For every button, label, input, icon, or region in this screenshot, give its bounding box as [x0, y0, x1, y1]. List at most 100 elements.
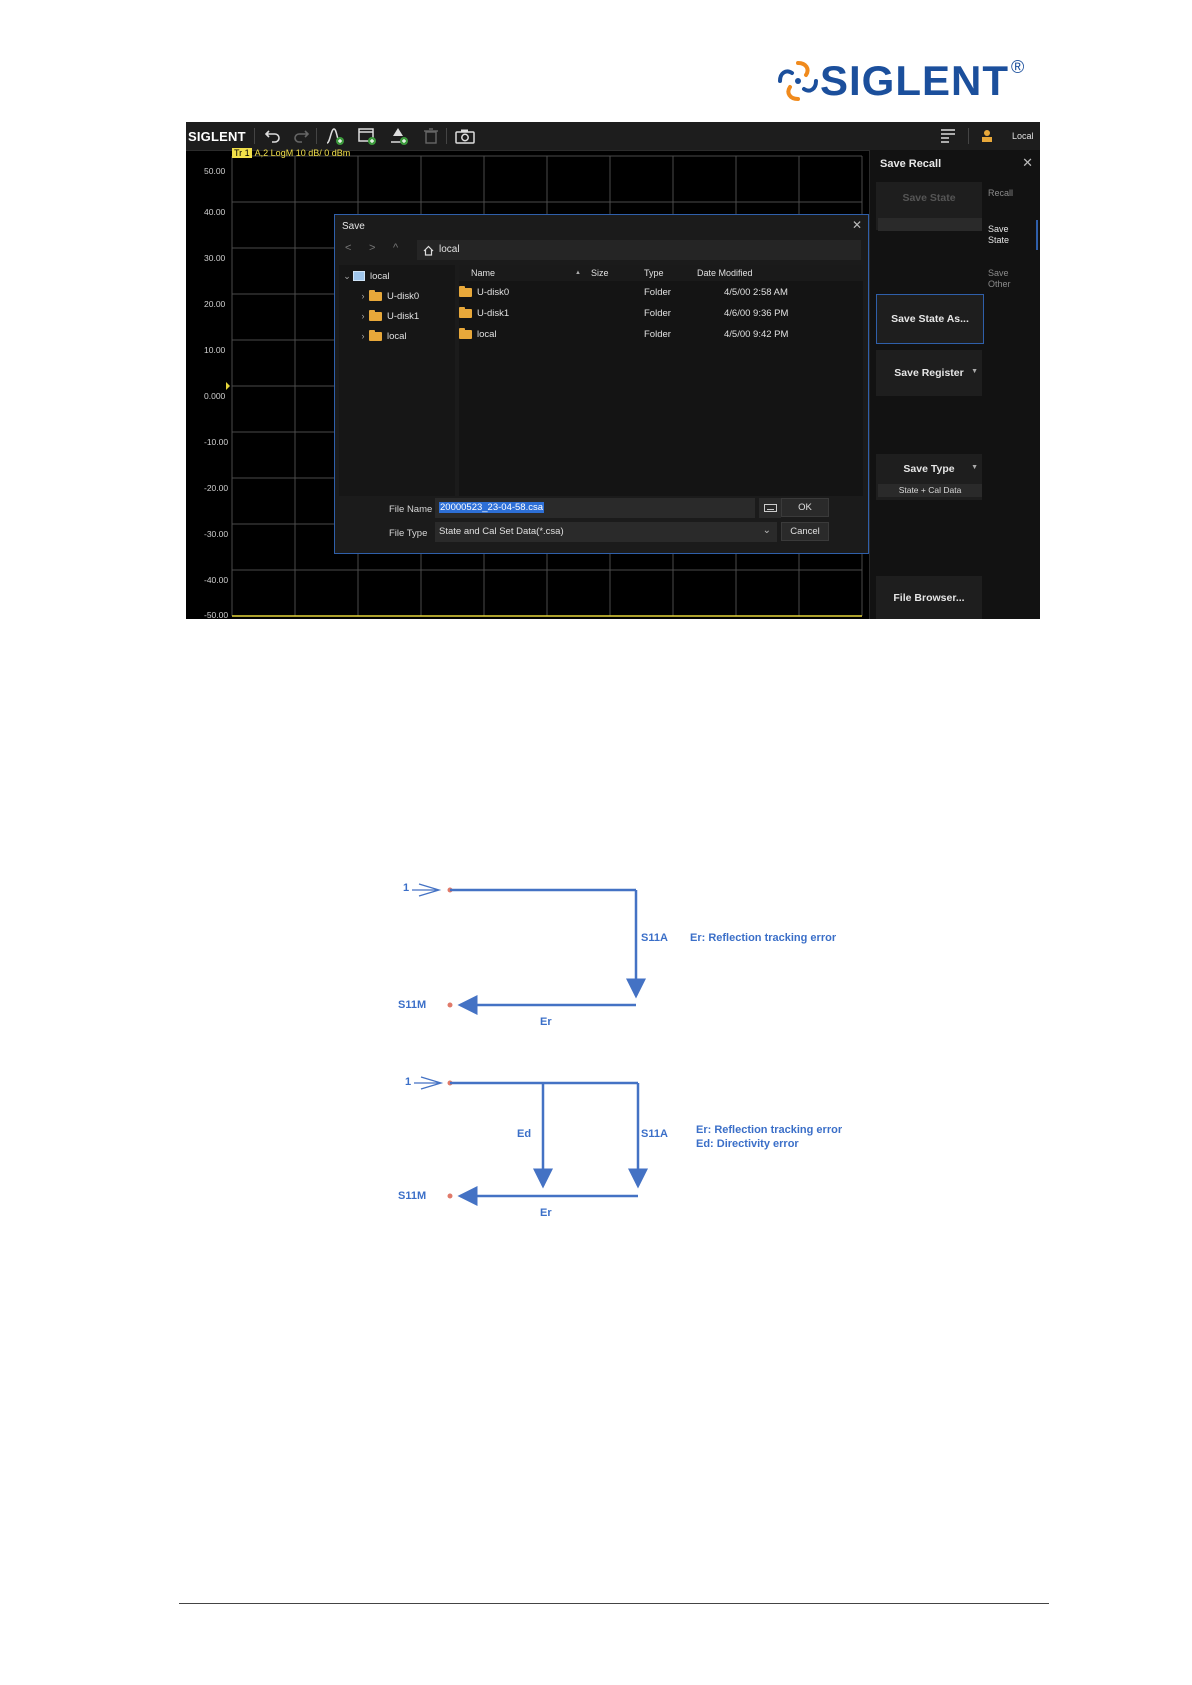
chevron-down-icon[interactable]: ⌄ [343, 270, 351, 281]
arrow-right-icon [420, 1076, 444, 1090]
add-window-icon[interactable] [356, 126, 378, 146]
folder-icon [369, 309, 382, 321]
tab-save-state[interactable]: Save State [988, 224, 1038, 246]
up-icon[interactable]: ^ [393, 242, 399, 254]
trace-settings: A,2 LogM 10 dB/ 0 dBm [254, 148, 351, 158]
y-tick: -50.00 [204, 610, 229, 619]
diagram-1 [412, 883, 646, 1015]
y-tick: 20.00 [204, 299, 226, 309]
sort-up-icon: ▲ [575, 270, 581, 276]
status-local: Local [1012, 131, 1034, 141]
column-date[interactable]: Date Modified [697, 268, 753, 278]
path-box[interactable]: local [417, 240, 861, 260]
folder-icon [369, 329, 382, 341]
add-trace-icon[interactable] [324, 126, 346, 146]
folder-icon [459, 328, 472, 339]
folder-icon [369, 289, 382, 301]
file-name-label: File Name [389, 504, 433, 515]
diagram2-output-label: S11M [398, 1190, 427, 1202]
table-row[interactable]: local Folder 4/5/00 9:42 PM [459, 325, 863, 343]
layout-icon[interactable] [938, 126, 960, 146]
file-list-header: Name ▲ Size Type Date Modified [459, 265, 863, 281]
tab-label: Save [988, 268, 1009, 278]
tree-item-label: U-disk1 [387, 310, 420, 322]
file-type-select[interactable]: State and Cal Set Data(*.csa) ⌄ [435, 522, 777, 542]
tab-label: Save [988, 224, 1009, 234]
y-tick: 0.000 [204, 391, 226, 401]
save-recall-panel: Save Recall ✕ Save State Save State As..… [869, 150, 1040, 619]
tab-recall[interactable]: Recall [988, 188, 1038, 199]
tab-label: State [988, 235, 1010, 245]
file-browser-button[interactable]: File Browser... [876, 576, 982, 619]
footer-rule [179, 1603, 1049, 1604]
file-date: 4/5/00 2:58 AM [724, 287, 788, 298]
close-icon[interactable]: ✕ [851, 218, 862, 232]
forward-icon[interactable]: > [369, 242, 376, 254]
y-tick: -10.00 [204, 437, 229, 447]
table-row[interactable]: U-disk1 Folder 4/6/00 9:36 PM [459, 304, 863, 322]
file-name: U-disk1 [477, 308, 510, 319]
column-type[interactable]: Type [644, 268, 664, 278]
tree-item-label: local [387, 330, 407, 342]
file-name: U-disk0 [477, 287, 510, 298]
file-date: 4/5/00 9:42 PM [724, 329, 789, 340]
column-name[interactable]: Name [471, 268, 496, 278]
dialog-title: Save [342, 221, 365, 232]
tab-label: Recall [988, 188, 1014, 198]
path-text: local [439, 244, 460, 255]
file-name-value: 20000523_23-04-58.csa [439, 502, 545, 513]
chevron-right-icon[interactable]: › [361, 311, 365, 321]
undo-icon[interactable] [262, 126, 284, 146]
save-state-as-button[interactable]: Save State As... [876, 294, 984, 344]
tree-item-u-disk1[interactable]: › U-disk1 [339, 307, 455, 325]
file-date: 4/6/00 9:36 PM [724, 308, 789, 319]
save-register-button[interactable]: Save Register ▼ [876, 350, 982, 396]
keyboard-icon[interactable] [759, 498, 781, 518]
file-name-input[interactable]: 20000523_23-04-58.csa [435, 498, 755, 518]
port-node [447, 1193, 453, 1199]
diagram2-legend-ed: Ed: Directivity error [696, 1138, 799, 1150]
port-node [447, 887, 453, 893]
folder-icon [459, 307, 472, 318]
camera-icon[interactable] [454, 126, 476, 146]
tree-item-local[interactable]: › local [339, 327, 455, 345]
drive-icon [353, 271, 365, 281]
diagram1-legend: Er: Reflection tracking error [690, 932, 837, 944]
save-state-field [878, 218, 982, 231]
table-row[interactable]: U-disk0 Folder 4/5/00 2:58 AM [459, 283, 863, 301]
toolbar-separator [316, 128, 317, 144]
user-icon[interactable] [976, 126, 998, 146]
close-icon[interactable]: ✕ [1022, 155, 1033, 170]
diagram2-er-label: Er [540, 1207, 552, 1219]
back-icon[interactable]: < [345, 242, 352, 254]
ok-button[interactable]: OK [781, 498, 829, 517]
y-tick: 10.00 [204, 345, 226, 355]
file-type: Folder [644, 287, 671, 298]
tree-item-local-root[interactable]: ⌄ local [339, 267, 455, 285]
home-icon[interactable] [423, 245, 434, 256]
diagram2-ed-label: Ed [517, 1128, 532, 1140]
save-dialog: Save ✕ < > ^ local ⌄ local › [334, 214, 869, 554]
delete-icon[interactable] [420, 126, 442, 146]
y-tick: 30.00 [204, 253, 226, 263]
diagram2-legend-er: Er: Reflection tracking error [696, 1124, 843, 1136]
chevron-right-icon[interactable]: › [361, 291, 365, 301]
save-type-value: State + Cal Data [878, 484, 982, 497]
diagram1-s11a-label: S11A [641, 932, 668, 944]
siglent-swirl-icon [778, 61, 818, 101]
tab-save-other[interactable]: Save Other [988, 268, 1038, 290]
redo-icon[interactable] [290, 126, 312, 146]
port-node [447, 1002, 453, 1008]
tree-item-u-disk0[interactable]: › U-disk0 [339, 287, 455, 305]
chevron-right-icon[interactable]: › [361, 331, 365, 341]
add-marker-icon[interactable] [388, 126, 410, 146]
logo-registered: ® [1011, 56, 1025, 77]
panel-title: Save Recall [880, 158, 942, 170]
save-state-label: Save State [902, 192, 956, 204]
column-size[interactable]: Size [591, 268, 609, 278]
diagram2-input-label: 1 [405, 1076, 412, 1088]
y-tick: 40.00 [204, 207, 226, 217]
cancel-button[interactable]: Cancel [781, 522, 829, 541]
